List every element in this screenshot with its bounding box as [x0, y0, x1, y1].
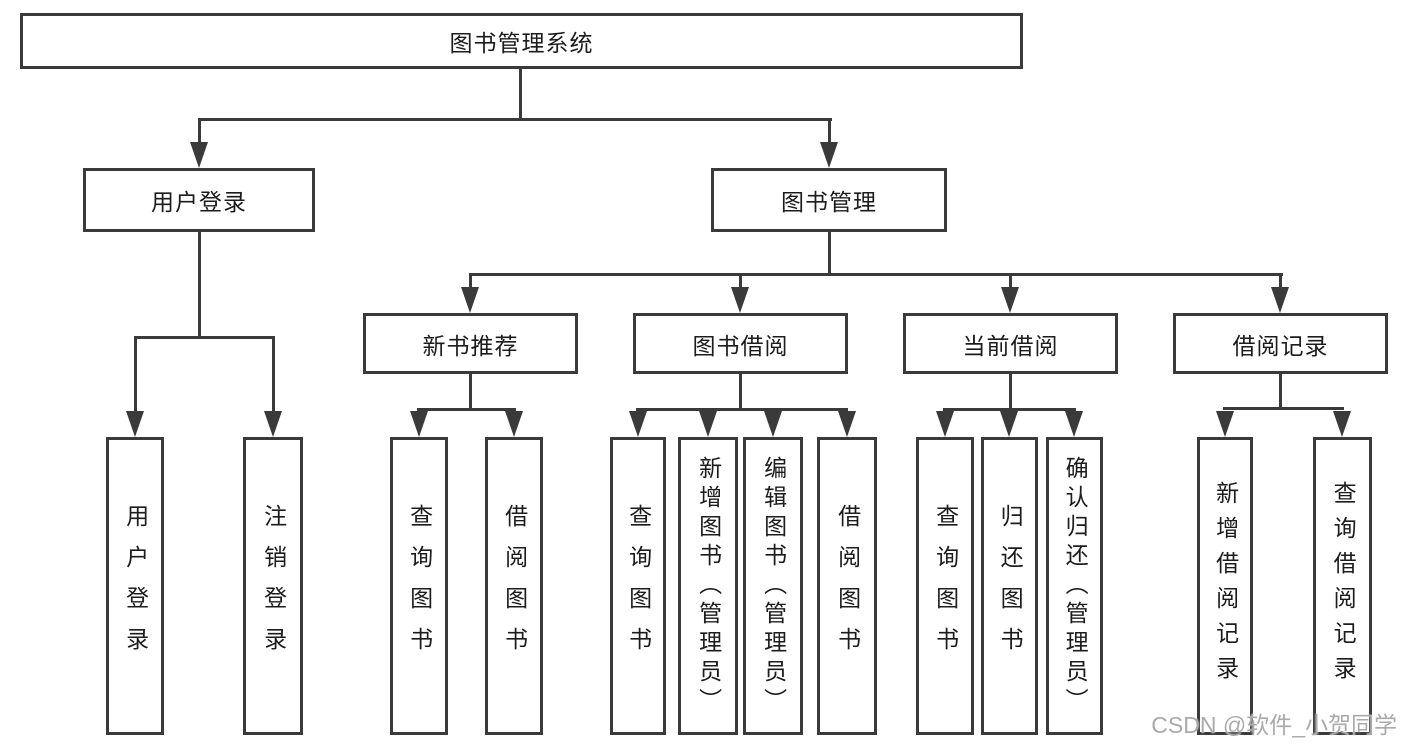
leaf-borrow-books-recommend: 借阅图书 [485, 437, 543, 735]
connector-book-mgmt-stem [828, 232, 831, 273]
leaf-return-books-label: 归还图书 [997, 504, 1024, 668]
connector-leaf-stem [134, 336, 137, 411]
connector-user-login-stem [198, 232, 201, 336]
leaf-query-books-recommend-label: 查询图书 [406, 504, 433, 668]
arrow-down-icon [629, 411, 647, 437]
leaf-query-books-recommend: 查询图书 [390, 437, 448, 735]
arrow-down-icon [1271, 287, 1289, 313]
node-book-borrow: 图书借阅 [633, 313, 848, 374]
arrow-down-icon [699, 411, 717, 437]
leaf-edit-books-admin-label: 编辑图书（管理员） [760, 455, 787, 717]
connector-root-stem [519, 69, 522, 118]
node-borrow-records-label: 借阅记录 [1232, 332, 1329, 359]
node-book-management: 图书管理 [711, 168, 947, 232]
connector-borrow-records-split [1223, 407, 1344, 410]
node-library-system: 图书管理系统 [20, 13, 1023, 69]
arrow-down-icon [731, 287, 749, 313]
connector-book-borrow-split [636, 408, 848, 411]
arrow-down-icon [126, 411, 144, 437]
connector-book-borrow-stem [739, 374, 742, 408]
connector-book-mgmt-split [469, 273, 1283, 276]
connector-root-split [198, 118, 832, 121]
leaf-query-borrow-record: 查询借阅记录 [1313, 437, 1372, 735]
leaf-query-books-current-label: 查询图书 [932, 504, 959, 668]
arrow-down-icon [1065, 411, 1083, 437]
leaf-confirm-return-admin: 确认归还（管理员） [1046, 437, 1103, 735]
arrow-down-icon [190, 142, 208, 168]
node-new-book-recommend-label: 新书推荐 [422, 332, 519, 359]
leaf-user-login: 用户登录 [106, 437, 164, 735]
leaf-return-books: 归还图书 [981, 437, 1038, 735]
node-book-management-label: 图书管理 [781, 189, 877, 215]
connector-to-book-mgmt-stem [828, 118, 831, 143]
leaf-logout-label: 注销登录 [260, 504, 287, 668]
connector-new-book-stem [469, 374, 472, 408]
leaf-user-login-label: 用户登录 [122, 504, 149, 668]
connector-borrow-records-stem [1279, 374, 1282, 407]
node-current-borrow: 当前借阅 [903, 313, 1118, 374]
leaf-query-books-borrow: 查询图书 [610, 437, 666, 735]
arrow-down-icon [264, 411, 282, 437]
leaf-confirm-return-admin-label: 确认归还（管理员） [1062, 455, 1089, 717]
connector-leaf-stem [272, 336, 275, 411]
connector-to-user-login-stem [198, 118, 201, 143]
connector-leaf-stem [1009, 273, 1012, 289]
arrow-down-icon [461, 287, 479, 313]
connector-leaf-stem [739, 273, 742, 289]
connector-new-book-split [417, 408, 516, 411]
arrow-down-icon [1333, 411, 1351, 437]
leaf-add-borrow-record-label: 新增借阅记录 [1212, 481, 1239, 691]
connector-leaf-stem [469, 273, 472, 289]
connector-user-login-split [134, 336, 275, 339]
leaf-add-borrow-record: 新增借阅记录 [1197, 437, 1253, 735]
arrow-down-icon [505, 411, 523, 437]
leaf-borrow-books-recommend-label: 借阅图书 [501, 504, 528, 668]
arrow-down-icon [838, 411, 856, 437]
leaf-query-books-current: 查询图书 [916, 437, 974, 735]
arrow-down-icon [764, 411, 782, 437]
arrow-down-icon [1216, 411, 1234, 437]
connector-leaf-stem [1279, 273, 1282, 289]
connector-current-borrow-stem [1009, 374, 1012, 408]
node-borrow-records: 借阅记录 [1173, 313, 1388, 374]
node-user-login-label: 用户登录 [151, 189, 247, 215]
leaf-borrow-books-label: 借阅图书 [834, 504, 861, 668]
node-book-borrow-label: 图书借阅 [692, 332, 789, 359]
node-library-system-label: 图书管理系统 [449, 30, 594, 56]
csdn-watermark: CSDN @软件_小贺同学 [1151, 712, 1397, 738]
node-new-book-recommend: 新书推荐 [363, 313, 578, 374]
node-current-borrow-label: 当前借阅 [962, 332, 1059, 359]
leaf-borrow-books: 借阅图书 [817, 437, 877, 735]
leaf-logout: 注销登录 [243, 437, 303, 735]
node-user-login: 用户登录 [83, 168, 315, 232]
arrow-down-icon [410, 411, 428, 437]
arrow-down-icon [820, 142, 838, 168]
arrow-down-icon [936, 411, 954, 437]
leaf-add-books-admin-label: 新增图书（管理员） [695, 455, 722, 717]
leaf-query-borrow-record-label: 查询借阅记录 [1330, 481, 1357, 691]
leaf-add-books-admin: 新增图书（管理员） [678, 437, 738, 735]
arrow-down-icon [1000, 411, 1018, 437]
connector-current-borrow-split [943, 408, 1076, 411]
arrow-down-icon [1001, 287, 1019, 313]
leaf-query-books-borrow-label: 查询图书 [625, 504, 652, 668]
leaf-edit-books-admin: 编辑图书（管理员） [743, 437, 803, 735]
